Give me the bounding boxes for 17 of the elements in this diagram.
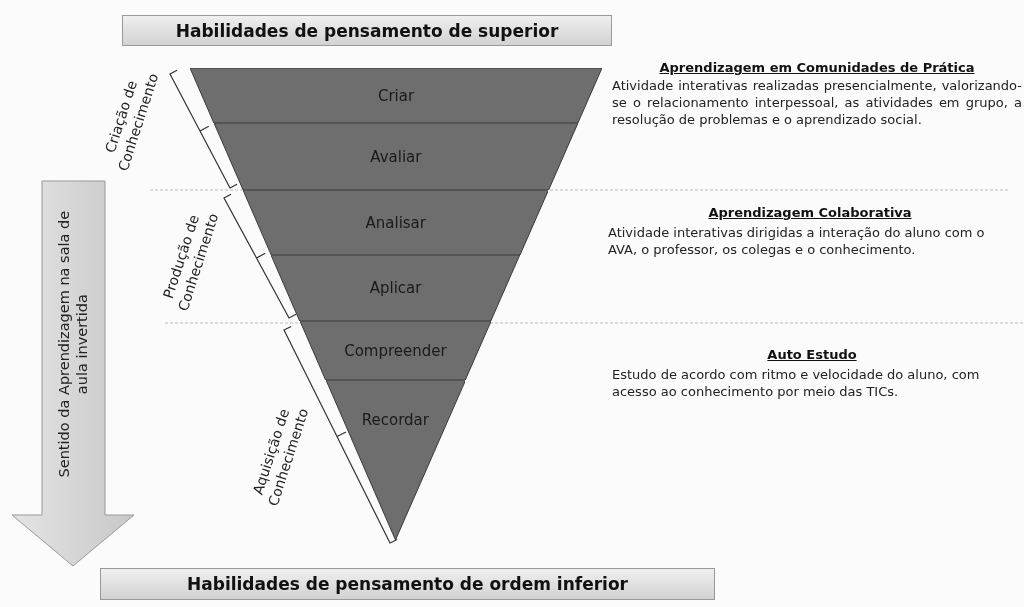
title-banner [122, 15, 612, 46]
level-label: Aplicar [368, 279, 423, 297]
title-banner [100, 568, 715, 600]
level-label: Recordar [360, 411, 430, 429]
arrow-caption: Sentido da Aprendizagem na sala de aula invertida [54, 209, 91, 480]
section-heading: Aprendizagem em Comunidades de Prática [658, 60, 976, 75]
banner-text: Habilidades de pensamento de superior [175, 20, 559, 41]
level-label: Avaliar [369, 147, 423, 166]
section-heading: Auto Estudo [766, 347, 858, 362]
level-label: Analisar [364, 213, 427, 232]
banner-text: Habilidades de pensamento de ordem inferior [187, 574, 628, 594]
level-label: Compreender [343, 341, 448, 360]
level-label: Criar [376, 86, 416, 105]
section-description: Estudo de acordo com ritmo e velocidade do aluno, com acesso ao conhecimento por meio das TICs. [612, 367, 981, 401]
section-description: Atividade interativas dirigidas a interação do aluno com o AVA, o professor, os colegas e o conhecimento. [608, 225, 986, 259]
section-heading: Aprendizagem Colaborativa [707, 205, 913, 220]
section-description: Atividade interativas realizadas presencialmente, valorizando-se o relacionamento interpessoal, as atividades em grupo, a resolução de problemas e o aprendizado social. [612, 78, 1022, 129]
